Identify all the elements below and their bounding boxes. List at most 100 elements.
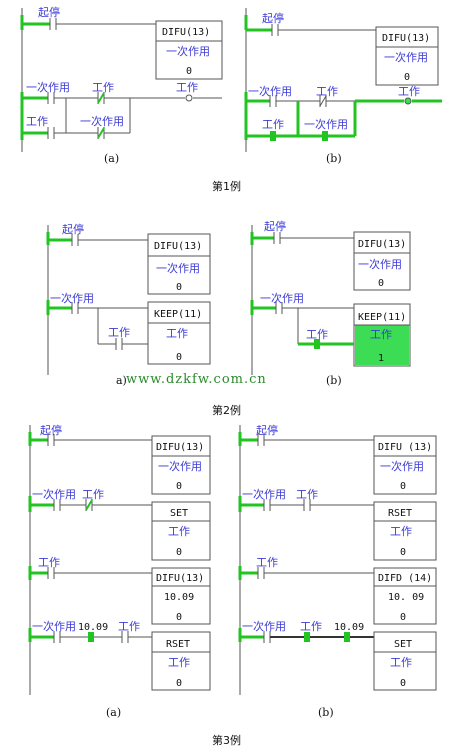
diagram-label: 一次作用 [32, 619, 76, 633]
ex1b-difu-box [375, 26, 439, 86]
diagram-label: (b) [318, 706, 334, 719]
diagram-label: (a) [106, 706, 121, 719]
diagram-label: 工作 [296, 488, 318, 501]
diagram-label: 0 [176, 352, 182, 363]
diagram-label: DIFU(13) [156, 442, 204, 453]
diagram-label: 起停 [256, 423, 278, 437]
wire-segment [97, 92, 105, 104]
diagram-label: SET [394, 639, 412, 650]
diagram-label: 工作 [390, 525, 412, 538]
diagram-label: 一次作用 [80, 114, 124, 128]
diagram-label: 工作 [38, 556, 60, 569]
diagram-label: 工作 [168, 656, 190, 669]
diagram-label: 一次作用 [358, 257, 402, 271]
wire-segment [97, 127, 105, 139]
diagram-label: RSET [166, 639, 190, 650]
section-title-ex1: 第1例 [212, 179, 241, 193]
diagram-label: 一次作用 [304, 117, 348, 131]
wire-segment [85, 499, 93, 511]
diagram-label: (a) [104, 152, 119, 165]
diagram-label: 工作 [166, 327, 188, 340]
diagram-label: 工作 [262, 118, 284, 131]
diagram-label: KEEP(11) [154, 309, 202, 320]
diagram-label: 一次作用 [156, 261, 200, 275]
diagram-label: 1 [378, 353, 384, 364]
instruction-box [147, 301, 211, 365]
instruction-box [373, 435, 437, 495]
ex1-diagram-a: 起停 DIFU(13) 一次作用 0 一次作用 工作 工作 工作 一次作用 [20, 5, 223, 165]
diagram-label: 工作 [306, 328, 328, 341]
diagram-label: DIFD (14) [378, 573, 432, 584]
diagram-label: 0 [186, 66, 192, 77]
diagram-label: 0 [176, 612, 182, 623]
instruction-box [373, 501, 437, 561]
ex1a-coil-gongzuo [185, 94, 193, 102]
diagram-label: 0 [378, 278, 384, 289]
section-title-ex3: 第3例 [212, 733, 241, 747]
diagram-label: 工作 [316, 85, 338, 98]
diagram-label: 一次作用 [384, 50, 428, 64]
ex1-diagram-b: 起停 DIFU(13) 一次作用 0 一次作用 工作 工作 工作 一次作用 [244, 8, 442, 165]
watermark: www.dzkfw.com.cn [126, 372, 267, 387]
wire-segment [319, 95, 327, 107]
diagram-label: 工作 [82, 488, 104, 501]
diagram-label: 起停 [40, 423, 62, 437]
diagram-label: 一次作用 [242, 619, 286, 633]
diagram-label: 0 [176, 547, 182, 558]
instruction-box [270, 131, 276, 141]
diagram-label: 一次作用 [260, 291, 304, 305]
diagram-label: 一次作用 [248, 84, 292, 98]
diagram-label: 起停 [62, 222, 84, 236]
diagram-label: 0 [176, 282, 182, 293]
diagram-label: 一次作用 [158, 459, 202, 473]
diagram-label: 工作 [390, 656, 412, 669]
diagram-label: 0 [400, 612, 406, 623]
instruction-box [88, 632, 94, 642]
diagram-label: 一次作用 [166, 44, 210, 58]
diagram-label: 工作 [168, 525, 190, 538]
diagram-label: DIFU(13) [156, 573, 204, 584]
diagram-label: 0 [400, 547, 406, 558]
instruction-box [373, 567, 437, 625]
diagram-label: 一次作用 [380, 459, 424, 473]
diagram-label: 0 [400, 481, 406, 492]
diagram-label: 一次作用 [242, 487, 286, 501]
diagram-label: 0 [176, 678, 182, 689]
diagram-label: 工作 [176, 81, 198, 94]
diagram-label: 一次作用 [50, 291, 94, 305]
instruction-box [355, 325, 409, 365]
diagram-label: 10.09 [164, 592, 194, 603]
diagram-label: (b) [326, 374, 342, 387]
diagram-label: SET [170, 508, 188, 519]
diagram-label: RSET [388, 508, 412, 519]
ex1a-contact-label-qiting: 起停 [38, 5, 60, 19]
diagram-label: 工作 [118, 620, 140, 633]
diagram-label: 起停 [262, 11, 284, 25]
instruction-box [151, 501, 211, 561]
ex2-diagram-a: 起停 DIFU(13) 一次作用 0 一次作用 KEEP(11) 工作 0 工作… [46, 222, 211, 387]
diagram-label: 0 [176, 481, 182, 492]
diagram-label: DIFU(13) [358, 239, 406, 250]
section-title-ex2: 第2例 [212, 403, 241, 417]
diagram-label: 10.09 [334, 622, 364, 633]
instruction-box [353, 231, 411, 291]
diagram-label: 工作 [300, 620, 322, 633]
diagram-label: 工作 [92, 81, 114, 94]
diagram-label: 0 [400, 678, 406, 689]
diagram-label: DIFU (13) [378, 442, 432, 453]
ex3-diagram-b: 起停 DIFU (13) 一次作用 0 一次作用 工作 RSET 工作 0 工作… [238, 423, 437, 719]
ex2-diagram-b: 起停 DIFU(13) 一次作用 0 一次作用 KEEP(11) 工作 1 工作… [250, 219, 411, 387]
diagram-label: DIFU(13) [162, 27, 210, 38]
diagram-label: 工作 [398, 85, 420, 98]
instruction-box [314, 339, 320, 349]
diagram-label: 工作 [108, 326, 130, 339]
instruction-box [147, 233, 211, 295]
instruction-box [151, 631, 211, 691]
instruction-box [151, 567, 211, 625]
diagram-label: DIFU(13) [154, 241, 202, 252]
diagram-label: a) [116, 374, 127, 387]
instruction-box [373, 631, 437, 691]
diagram-label: DIFU(13) [382, 33, 430, 44]
diagram-label: 工作 [256, 556, 278, 569]
diagram-label: 10. 09 [388, 592, 424, 603]
